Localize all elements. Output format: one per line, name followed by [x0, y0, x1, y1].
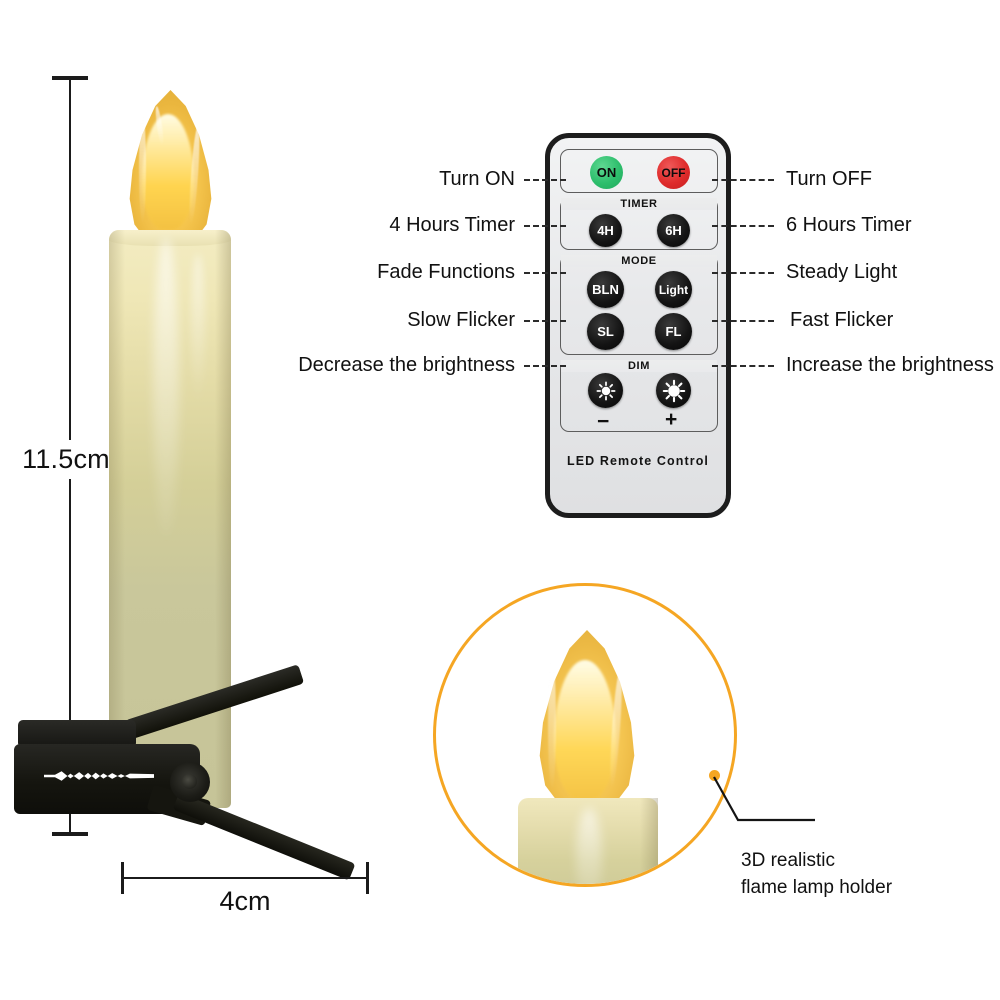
remote-timer-6h-button[interactable]: 6H — [657, 214, 690, 247]
leader-line-slow-flicker — [524, 320, 566, 322]
clip-jaw-teeth — [44, 771, 154, 781]
remote-dim-group-label: DIM — [561, 360, 717, 372]
clip-collar — [18, 720, 136, 746]
sun-small-icon — [596, 381, 615, 400]
candle-body-highlight — [191, 254, 205, 404]
magnified-flame-highlight — [548, 656, 556, 791]
height-dimension-cap-bottom — [52, 832, 88, 836]
leader-line-fast-flicker — [712, 320, 774, 322]
magnified-candle-body-highlight — [576, 808, 602, 884]
callout-label-6-hours-timer: 6 Hours Timer — [786, 214, 912, 236]
remote-off-button[interactable]: OFF — [657, 156, 690, 189]
remote-group-dim: DIM — [560, 360, 718, 432]
sun-large-icon — [662, 379, 685, 402]
leader-line-increase-brightness — [712, 365, 774, 367]
remote-dim-up-button[interactable] — [656, 373, 691, 408]
width-dimension-line — [122, 877, 369, 879]
remote-dim-down-sign: − — [597, 410, 610, 433]
remote-mode-group-label: MODE — [561, 255, 717, 267]
leader-line-turn-on — [524, 179, 566, 181]
remote-on-button[interactable]: ON — [590, 156, 623, 189]
remote-dim-down-button[interactable] — [588, 373, 623, 408]
candle-clip — [0, 664, 356, 881]
height-dimension-label: 11.5cm — [6, 440, 126, 479]
magnified-candle-body-shading — [640, 798, 658, 884]
magnifier-callout-line2: flame lamp holder — [741, 877, 893, 898]
remote-mode-bln-button[interactable]: BLN — [587, 271, 624, 308]
candle-body-highlight — [153, 238, 179, 538]
callout-label-turn-on: Turn ON — [439, 168, 515, 190]
magnifier-callout-dot — [709, 770, 720, 781]
magnifier-callout-text: 3D realistic flame lamp holder — [741, 847, 892, 901]
leader-line-6-hours-timer — [712, 225, 774, 227]
remote-timer-group-label: TIMER — [561, 198, 717, 210]
callout-label-fast-flicker: Fast Flicker — [790, 309, 894, 331]
magnifier-leader-line — [713, 776, 815, 822]
candle-flame-core-icon — [142, 114, 194, 230]
remote-mode-light-button[interactable]: Light — [655, 271, 692, 308]
candle-body-shading-left — [109, 230, 125, 808]
candle-body-top — [109, 230, 231, 246]
remote-dim-up-sign: + — [665, 408, 678, 431]
callout-label-increase-brightness: Increase the brightness — [786, 354, 994, 376]
leader-line-turn-off — [712, 179, 774, 181]
magnifier-circle — [433, 583, 737, 887]
callout-label-slow-flicker: Slow Flicker — [407, 309, 515, 331]
clip-lower-arm — [172, 792, 356, 881]
remote-mode-fl-button[interactable]: FL — [655, 313, 692, 350]
remote-mode-sl-button[interactable]: SL — [587, 313, 624, 350]
callout-label-turn-off: Turn OFF — [786, 168, 872, 190]
leader-line-fade-functions — [524, 272, 566, 274]
width-dimension-label: 4cm — [219, 886, 271, 916]
callout-label-4-hours-timer: 4 Hours Timer — [389, 214, 515, 236]
candle-body-shading-right — [215, 230, 231, 808]
callout-label-steady-light: Steady Light — [786, 261, 898, 283]
remote-timer-4h-button[interactable]: 4H — [589, 214, 622, 247]
leader-line-steady-light — [712, 272, 774, 274]
callout-label-decrease-brightness: Decrease the brightness — [298, 354, 515, 376]
leader-line-4-hours-timer — [524, 225, 566, 227]
magnifier-callout-line1: 3D realistic — [741, 850, 835, 871]
led-remote-control: ON OFF TIMER 4H 6H MODE BLN Light SL FL … — [545, 133, 731, 518]
magnified-flame-core-icon — [554, 660, 616, 800]
candle-product-image — [95, 78, 245, 808]
clip-pivot-screw-icon — [182, 774, 197, 789]
leader-line-decrease-brightness — [524, 365, 566, 367]
width-dimension-cap-right — [366, 862, 369, 894]
callout-label-fade-functions: Fade Functions — [377, 261, 515, 283]
remote-group-power: ON OFF — [560, 149, 718, 193]
remote-group-timer: TIMER 4H 6H — [560, 198, 718, 250]
remote-group-mode: MODE BLN Light SL FL — [560, 255, 718, 355]
remote-brand-label: LED Remote Control — [566, 454, 710, 468]
candle-flame-highlight — [139, 112, 146, 224]
